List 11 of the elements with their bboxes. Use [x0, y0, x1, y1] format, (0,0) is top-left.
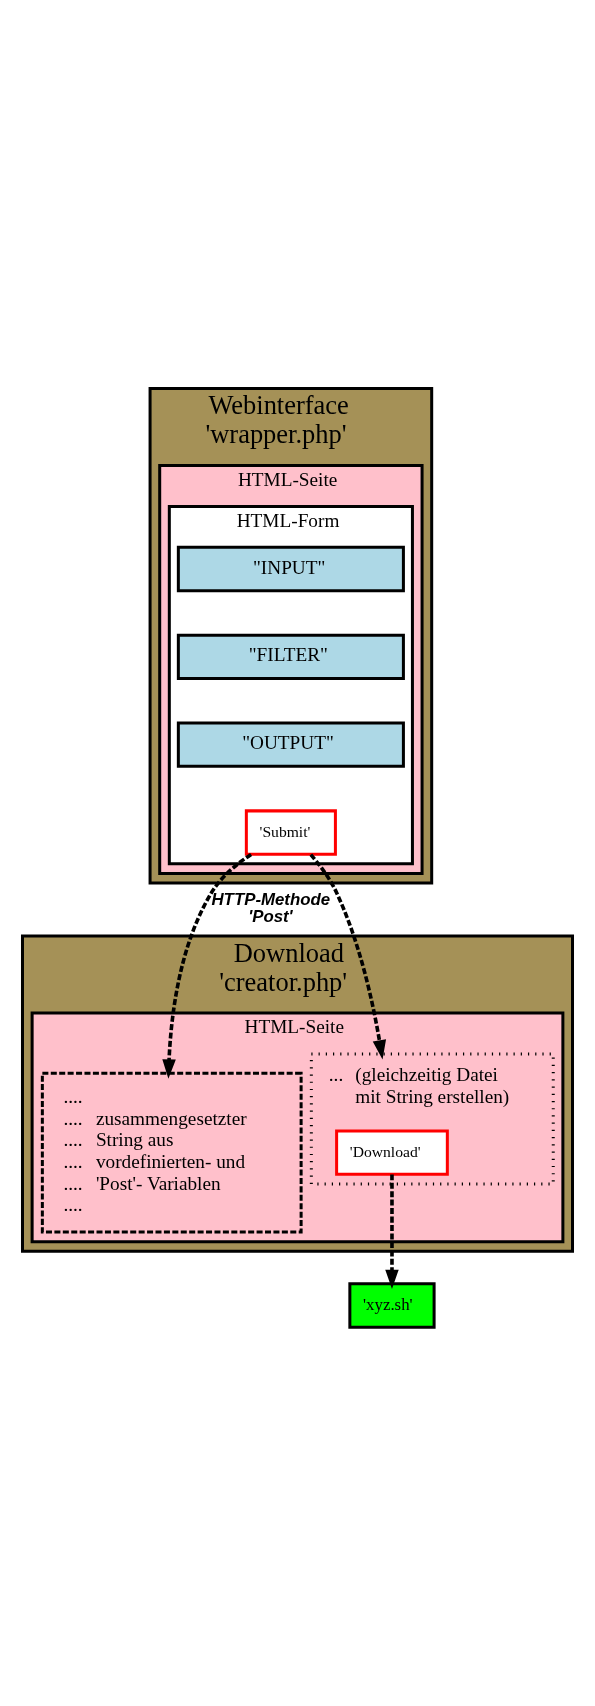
node-box: .... .... .... .... .... .... zusammengesetzter String aus vordefinierten- und 'Post'- Variablen — [40, 1071, 303, 1234]
edge-label: HTTP-Methode 'Post' — [211, 889, 331, 926]
node-box: 'Download' — [335, 1129, 449, 1176]
node-box: 'xyz.sh' — [348, 1282, 436, 1329]
node-box: "INPUT" — [176, 545, 405, 593]
arrow — [162, 852, 253, 1079]
node-box: 'Submit' — [244, 809, 337, 856]
arrow — [309, 853, 387, 1060]
node-box: "FILTER" — [176, 633, 405, 680]
node-box: "OUTPUT" — [176, 721, 405, 768]
arrow — [385, 1174, 399, 1289]
